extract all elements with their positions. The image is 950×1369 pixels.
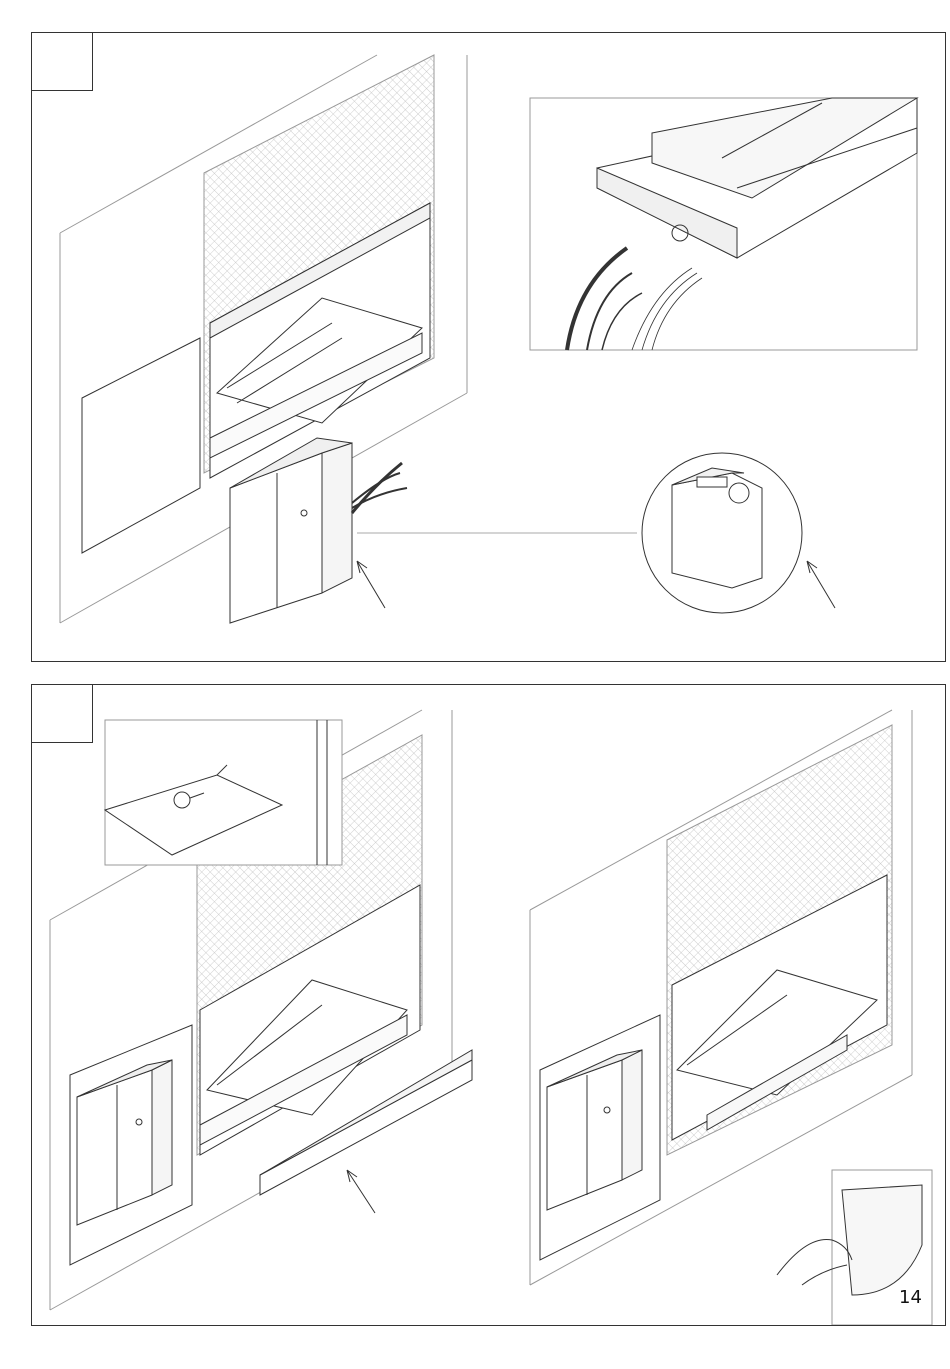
illustration-top [32, 33, 945, 661]
wall-niche [82, 338, 200, 553]
control-box-side [322, 443, 352, 593]
control-box-front [230, 453, 322, 623]
arrow-control-box [357, 561, 385, 608]
instruction-panel-bottom [31, 684, 946, 1326]
instruction-panel-top [31, 32, 946, 662]
arrow-device [807, 561, 835, 608]
illustration-bottom [32, 685, 945, 1325]
page-number: 14 [899, 1287, 922, 1308]
arrow-trim [347, 1170, 375, 1213]
